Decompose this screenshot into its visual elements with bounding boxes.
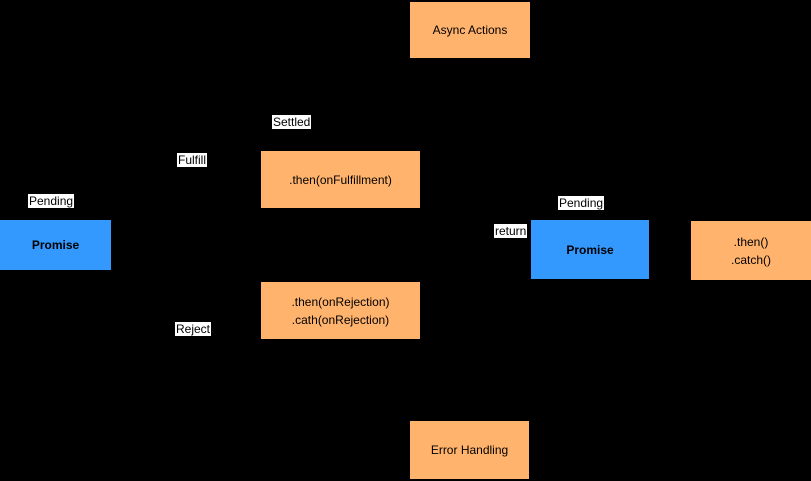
- node-label-line: .then(): [733, 234, 769, 249]
- node-label: Promise: [566, 242, 614, 257]
- node-label: .then(onFulfillment): [289, 172, 392, 187]
- node-label-line: .cath(onRejection): [291, 312, 390, 327]
- node-then-catch[interactable]: .then() .catch(): [691, 221, 811, 280]
- node-label-line: .catch(): [730, 252, 771, 267]
- edge-label-fulfill[interactable]: Fulfill: [177, 153, 208, 167]
- node-label: Promise: [31, 238, 80, 252]
- edge-label-reject[interactable]: Reject: [175, 322, 212, 336]
- node-async-actions[interactable]: Async Actions: [410, 2, 530, 58]
- node-promise-right[interactable]: Promise: [531, 220, 649, 279]
- edge-label-return[interactable]: return: [494, 224, 528, 238]
- edge-label-pending-right[interactable]: Pending: [558, 196, 605, 210]
- edge-label-pending-left[interactable]: Pending: [28, 194, 75, 208]
- node-label: Error Handling: [430, 443, 509, 457]
- node-error-handling[interactable]: Error Handling: [410, 421, 529, 479]
- node-label: Async Actions: [432, 23, 508, 37]
- node-promise-left[interactable]: Promise: [0, 220, 111, 270]
- node-label-line: .then(onRejection): [291, 294, 390, 309]
- edge-label-settled[interactable]: Settled: [272, 115, 312, 129]
- node-then-onfulfillment[interactable]: .then(onFulfillment): [261, 151, 420, 208]
- node-then-onrejection[interactable]: .then(onRejection) .cath(onRejection): [261, 282, 420, 339]
